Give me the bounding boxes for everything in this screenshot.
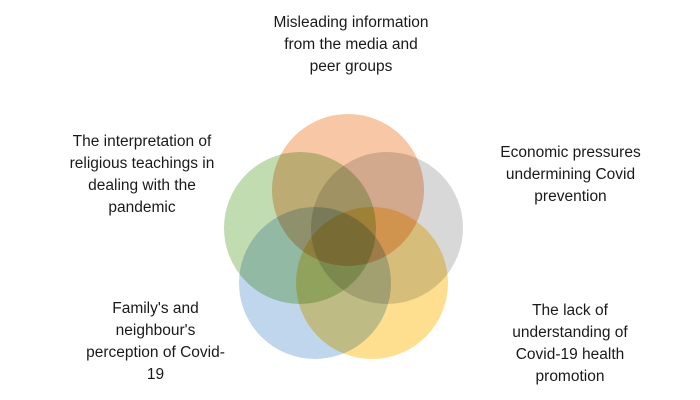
venn-circle-misleading-information[interactable] xyxy=(270,112,426,268)
venn-label-family-neighbour-perception: Family's and neighbour's perception of C… xyxy=(86,300,225,383)
venn-label-economic-pressures: Economic pressures undermining Covid pre… xyxy=(500,144,641,205)
venn-label-religious-teachings: The interpretation of religious teaching… xyxy=(69,133,215,216)
venn-label-lack-of-understanding: The lack of understanding of Covid-19 he… xyxy=(512,302,628,385)
venn-label-misleading-information: Misleading information from the media an… xyxy=(273,14,429,75)
venn-circle-group xyxy=(222,112,465,361)
